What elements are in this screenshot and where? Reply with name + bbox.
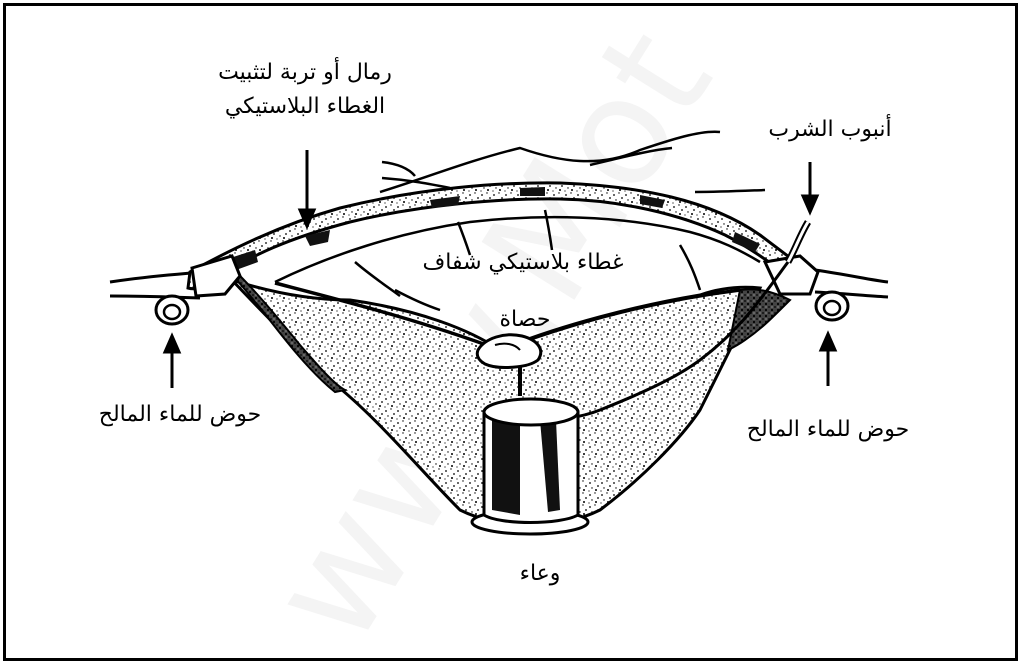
label-basin-left: حوض للماء المالح — [70, 400, 290, 430]
arrow-basin-right — [821, 334, 835, 386]
container-shape — [472, 399, 588, 534]
label-vessel: وعاء — [490, 559, 590, 589]
pit-wall-right — [728, 289, 790, 350]
label-sand-line2: الغطاء البلاستيكي — [190, 92, 420, 122]
label-plastic-cover: غطاء بلاستيكي شفاف — [418, 248, 628, 278]
basin-left-shape — [156, 296, 188, 324]
label-pebble: حصاة — [470, 305, 580, 335]
left-rock — [192, 256, 240, 296]
arrow-drinking-tube — [803, 162, 817, 212]
arrow-sand — [300, 150, 314, 226]
arrow-basin-left — [165, 336, 179, 388]
basin-right-shape — [816, 292, 848, 320]
pebble-shape — [477, 335, 540, 368]
label-drinking-tube: أنبوب الشرب — [745, 115, 915, 145]
label-sand-line1: رمال أو تربة لتثبيت — [190, 58, 420, 88]
label-basin-right: حوض للماء المالح — [718, 415, 938, 445]
